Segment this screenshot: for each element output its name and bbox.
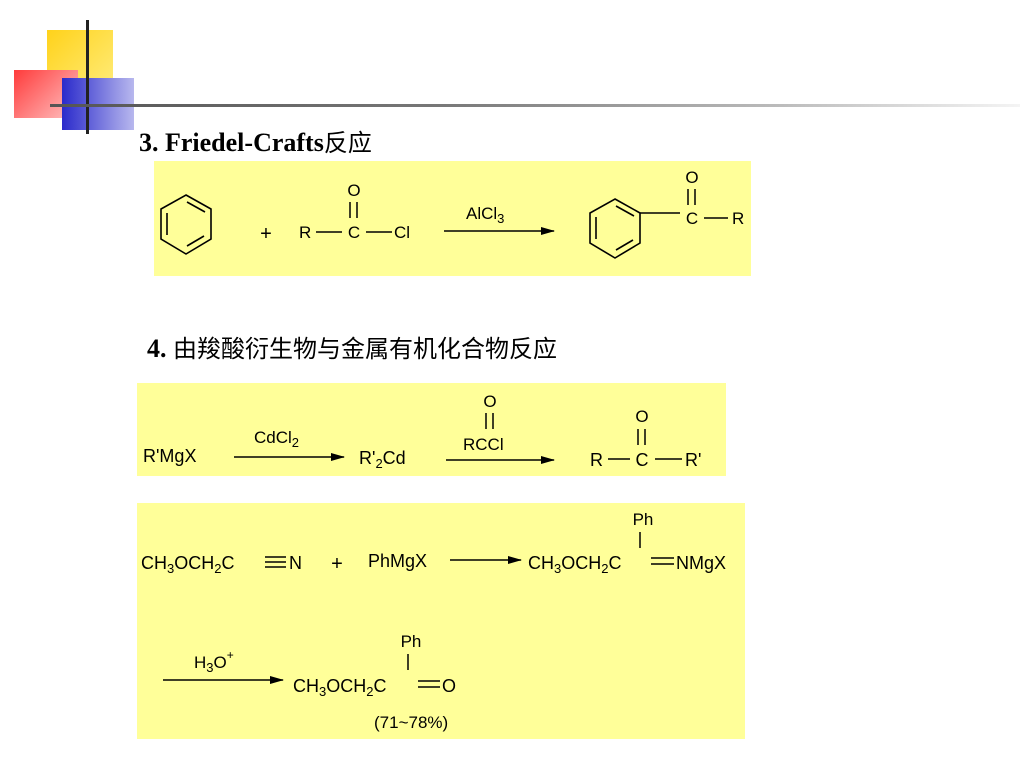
product-carbon: C (686, 209, 698, 228)
acid-chloride-oxygen: O (483, 392, 496, 411)
acyl-chlorine: Cl (394, 223, 410, 242)
imine-nmgx: NMgX (676, 553, 726, 573)
acid-chloride-label: RCCl (463, 435, 504, 454)
product-r: R (732, 209, 744, 228)
product-benzene-ring (589, 198, 661, 259)
ketone-oxygen: O (635, 407, 648, 426)
ketone-chain: CH3OCH2C (293, 676, 386, 699)
decor-vertical-line (86, 20, 89, 134)
benzene-ring (160, 194, 212, 255)
acyl-carbon: C (348, 223, 360, 242)
yield-label: (71~78%) (374, 713, 448, 732)
catalyst-label: AlCl3 (466, 204, 504, 226)
section-3-title-cn: 反应 (323, 129, 372, 157)
product-oxygen: O (685, 168, 698, 187)
reaction-1-panel (154, 161, 751, 276)
section-4-heading: 4. 由羧酸衍生物与金属有机化合物反应 (147, 329, 557, 364)
imine-phenyl: Ph (633, 510, 654, 529)
ketone-phenyl: Ph (401, 632, 422, 651)
phenyl-grignard: PhMgX (368, 551, 427, 571)
cadmium-chloride-label: CdCl2 (254, 428, 299, 450)
ketone-r: R (590, 450, 603, 470)
triple-bond (265, 556, 286, 568)
hydronium-label: H3O+ (194, 648, 234, 675)
section-3-heading: 3. Friedel-Crafts反应 (139, 123, 372, 158)
reaction-3: CH3OCH2C N + PhMgX Ph CH3OCH2C NMgX H3O+… (141, 510, 726, 732)
section-4-title-cn: 由羧酸衍生物与金属有机化合物反应 (173, 335, 557, 363)
ketone-carbon: C (636, 450, 649, 470)
nitrile-nitrogen: N (289, 553, 302, 573)
organocadmium: R'2Cd (359, 448, 406, 471)
ketone-o: O (442, 676, 456, 696)
acyl-oxygen: O (347, 181, 360, 200)
imine-chain: CH3OCH2C (528, 553, 621, 576)
nitrile-formula: CH3OCH2C (141, 553, 234, 576)
reaction-2: R'MgX CdCl2 R'2Cd O RCCl O R C R' (143, 392, 701, 471)
reaction-2-panel (137, 383, 726, 476)
plus-sign: + (260, 223, 272, 245)
section-3-number: 3. (139, 128, 159, 157)
plus-sign-2: + (331, 553, 343, 575)
section-3-title-latin: Friedel-Crafts (165, 128, 324, 157)
decor-horizontal-line (50, 104, 1020, 107)
acyl-r: R (299, 223, 311, 242)
grignard-reagent: R'MgX (143, 446, 196, 466)
reaction-1: + O R C Cl AlCl3 O C R (160, 168, 744, 259)
ketone-r-prime: R' (685, 450, 701, 470)
reaction-3-panel (137, 503, 745, 739)
section-4-number: 4. (147, 334, 167, 363)
